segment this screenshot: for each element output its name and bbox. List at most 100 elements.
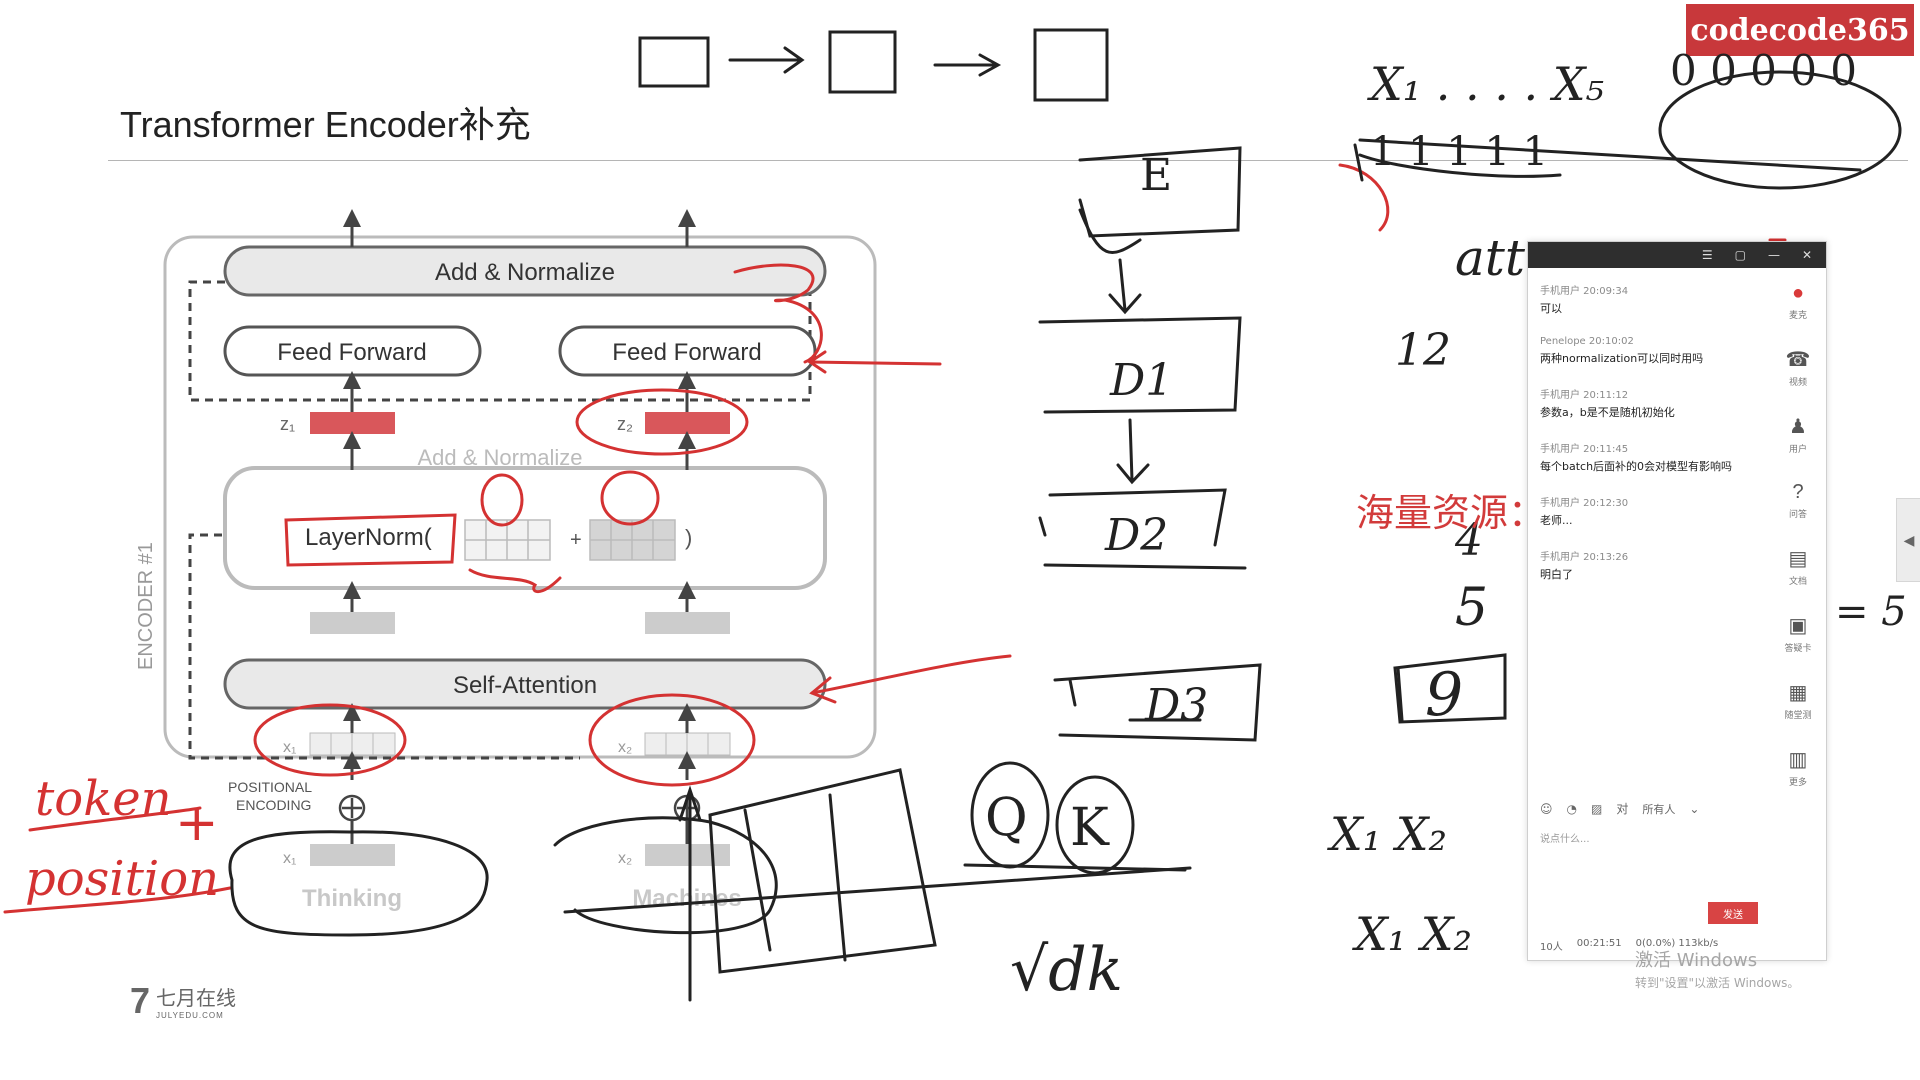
- layernorm-plus: +: [570, 529, 582, 551]
- collapse-panel-button[interactable]: ◀: [1896, 498, 1920, 582]
- logo-text: 七月在线: [156, 986, 237, 1010]
- x1-vector: [309, 732, 396, 756]
- message-sender: 手机用户 20:11:12: [1540, 390, 1629, 401]
- message-sender: 手机用户 20:12:30: [1540, 498, 1629, 509]
- chat-sidebar: ●麦克 ☎ 视频 ♟ 用户 ?问答 ▤文档 ▣答疑卡 ▦ 随堂测 ▥更多: [1778, 282, 1818, 814]
- machines-circle: [553, 816, 778, 935]
- sidebar-label: 视频: [1788, 378, 1807, 388]
- slide-title: Transformer Encoder补充: [120, 104, 531, 145]
- watermark-badge: codecode365: [1686, 4, 1914, 56]
- phone-icon: ☎: [1785, 349, 1811, 371]
- red-circle-x1: [253, 703, 407, 777]
- chat-message: 手机用户 20:11:45 每个batch后面补的0会对模型有影响吗: [1540, 440, 1750, 474]
- hand-x-row: X₁ . . . . X₅: [1367, 57, 1604, 111]
- add-normalize-mid-label: Add & Normalize: [417, 445, 582, 470]
- hand-q: Q: [985, 788, 1028, 848]
- chat-input[interactable]: 说点什么...: [1540, 834, 1590, 845]
- thinking-circle: [228, 830, 489, 937]
- hand-d3: D3: [1144, 680, 1208, 731]
- hand-position: position: [25, 851, 219, 907]
- x1-label: x₁: [283, 739, 296, 756]
- message-sender: 手机用户 20:11:45: [1540, 444, 1629, 455]
- sidebar-item-mic[interactable]: ●麦克: [1778, 282, 1818, 323]
- to-label: 对: [1616, 802, 1629, 816]
- hand-5: 5: [1455, 578, 1488, 638]
- quiz-icon: ▦: [1788, 682, 1808, 704]
- hand-plus: +: [175, 793, 219, 853]
- residual-path-top-right: [340, 282, 812, 402]
- sidebar-label: 随堂测: [1784, 711, 1812, 721]
- thinking-word: Thinking: [302, 885, 402, 912]
- recipient-select[interactable]: 所有人: [1642, 802, 1676, 816]
- sidebar-item-answer-card[interactable]: ▣答疑卡: [1778, 613, 1818, 656]
- feed-forward-1-box: [223, 325, 482, 377]
- sidebar-item-video[interactable]: ☎ 视频: [1778, 347, 1818, 390]
- activate-hint: 转到"设置"以激活 Windows。: [1635, 976, 1800, 990]
- sidebar-item-users[interactable]: ♟ 用户: [1778, 414, 1818, 457]
- close-icon[interactable]: ✕: [1801, 248, 1812, 262]
- feed-forward-1-label: Feed Forward: [277, 339, 426, 366]
- red-box-layernorm: [284, 513, 457, 567]
- hand-x1x2-a: X₁ X₂: [1327, 807, 1447, 861]
- matrix-diag: [563, 866, 1192, 914]
- document-icon: ▤: [1788, 548, 1808, 570]
- logo-mark-icon: 7: [130, 980, 151, 1021]
- add-normalize-mid-box: [223, 466, 827, 590]
- diagram-arrows: [343, 209, 696, 780]
- red-ring-add-normalize: [733, 263, 823, 364]
- menu-icon[interactable]: ☰: [1701, 248, 1713, 262]
- chat-message: 手机用户 20:12:30 老师...: [1540, 494, 1750, 528]
- red-mark: [1338, 163, 1390, 232]
- sidebar-label: 问答: [1788, 510, 1807, 520]
- pos-add-circle-1: [338, 794, 366, 822]
- message-sender: Penelope 20:10:02: [1540, 336, 1634, 347]
- chevron-down-icon[interactable]: ⌄: [1689, 801, 1700, 816]
- red-circle-x: [480, 473, 524, 527]
- z1-vector: [310, 412, 395, 434]
- message-text: 老师...: [1540, 514, 1573, 527]
- encoder-outer-box: [163, 235, 877, 759]
- julyedu-logo: 7 七月在线 JULYEDU.COM: [130, 980, 236, 1022]
- add-normalize-top-label: Add & Normalize: [435, 259, 615, 286]
- layernorm-close: ): [685, 525, 692, 550]
- machines-word: Machines: [632, 885, 741, 912]
- residual-path-top: [188, 280, 340, 402]
- mic-icon: ●: [1791, 282, 1805, 304]
- sidebar-item-docs[interactable]: ▤文档: [1778, 546, 1818, 589]
- hand-eq5: = 5: [1835, 589, 1907, 635]
- message-text: 每个batch后面补的0会对模型有影响吗: [1540, 460, 1733, 473]
- send-button[interactable]: 发送: [1708, 902, 1758, 924]
- image-icon[interactable]: ▨: [1591, 801, 1603, 816]
- restore-icon[interactable]: ▢: [1734, 248, 1746, 262]
- chat-toolbar: ☺ ◔ ▨ 对 所有人 ⌄: [1540, 800, 1699, 817]
- pos-add-circle-2: [673, 794, 701, 822]
- layernorm-label: LayerNorm(: [305, 524, 432, 551]
- hand-9: 9: [1425, 660, 1463, 730]
- sidebar-item-more[interactable]: ▥更多: [1778, 747, 1818, 790]
- title-divider: [108, 160, 1908, 161]
- feed-forward-2-box: [558, 325, 817, 377]
- minimize-icon[interactable]: —: [1767, 248, 1780, 262]
- hand-d1: D1: [1109, 355, 1173, 406]
- matrix-box: [708, 768, 937, 974]
- bubble-icon[interactable]: ◔: [1566, 801, 1577, 816]
- x2-label: x₂: [618, 739, 632, 756]
- chat-titlebar: ☰ ▢ — ✕: [1528, 242, 1826, 268]
- hand-att: att: [1455, 229, 1526, 287]
- elapsed-time: 00:21:51: [1576, 938, 1622, 949]
- sidebar-label: 用户: [1788, 445, 1807, 455]
- red-arrow-self-attention: [810, 654, 1012, 695]
- z2-small-vector: [645, 612, 730, 634]
- hand-d2: D2: [1104, 510, 1168, 561]
- sidebar-item-qa[interactable]: ?问答: [1778, 481, 1818, 522]
- user-icon: ♟: [1789, 416, 1807, 438]
- positional-label-2: ENCODING: [236, 797, 311, 813]
- sidebar-label: 更多: [1788, 778, 1807, 788]
- red-underline-token: [28, 806, 202, 832]
- chevron-left-icon: ◀: [1903, 531, 1915, 548]
- emoji-icon[interactable]: ☺: [1540, 801, 1553, 816]
- sidebar-item-quiz[interactable]: ▦ 随堂测: [1778, 680, 1818, 723]
